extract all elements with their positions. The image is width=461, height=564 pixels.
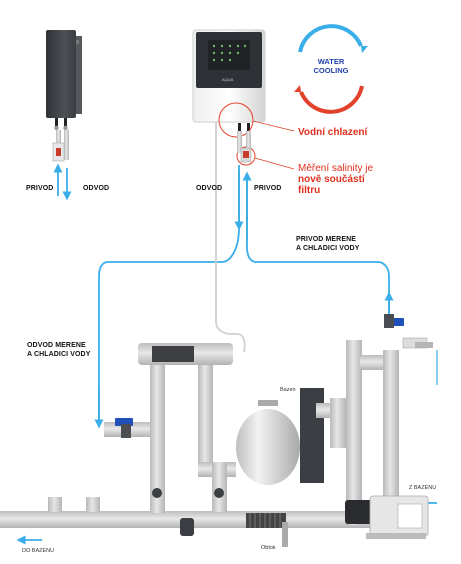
cooling-highlight: [218, 102, 254, 138]
label-mereni-3: filtru: [298, 185, 321, 196]
pump-icon: [345, 495, 429, 539]
filter-tank-icon: [236, 409, 300, 485]
label-privod-right: PRIVOD: [254, 185, 282, 192]
label-z-bazenu: Z BAZENU: [409, 485, 437, 491]
label-mereni-2: nově součástí: [298, 174, 365, 185]
device-logo: AQUA: [222, 77, 234, 82]
label-privod-merene-1: PRIVOD MERENE: [296, 236, 357, 243]
label-privod-merene-2: A CHLADICI VODY: [296, 245, 360, 252]
label-odvod-right: ODVOD: [196, 185, 223, 192]
cooling-callout-line: [252, 120, 295, 132]
badge-cooling: COOLING: [313, 66, 349, 75]
pipe-network: [0, 337, 433, 547]
left-unit-pipes: [52, 130, 69, 162]
bypass-valve: [180, 518, 194, 536]
label-odvod-merene-2: A CHLADICI VODY: [27, 351, 91, 358]
label-privod-left: PRIVOD: [26, 185, 54, 192]
label-mereni-1: Měření salinity je: [298, 163, 374, 174]
valve-icon: [115, 314, 404, 438]
privod-flow-line: [246, 175, 390, 318]
control-unit-icon: [192, 29, 266, 131]
wall-unit-icon: [46, 30, 82, 131]
water-cooling-cycle-icon: [294, 24, 368, 114]
heat-exchanger-icon: [246, 513, 286, 528]
badge-water: WATER: [317, 57, 345, 66]
label-do-bazenu: DO BAZENU: [22, 548, 55, 554]
odvod-flow-line: [98, 165, 240, 425]
label-odvod-merene-1: ODVOD MERENE: [27, 342, 86, 349]
label-odvod-left: ODVOD: [83, 185, 110, 192]
label-vodni-chlazeni: Vodní chlazení: [298, 127, 368, 138]
label-bazen: Bazen: [280, 387, 296, 393]
label-obtok: Obtok: [261, 545, 276, 551]
grey-bypass-line: [215, 122, 246, 353]
salinity-callout-line: [254, 157, 295, 170]
